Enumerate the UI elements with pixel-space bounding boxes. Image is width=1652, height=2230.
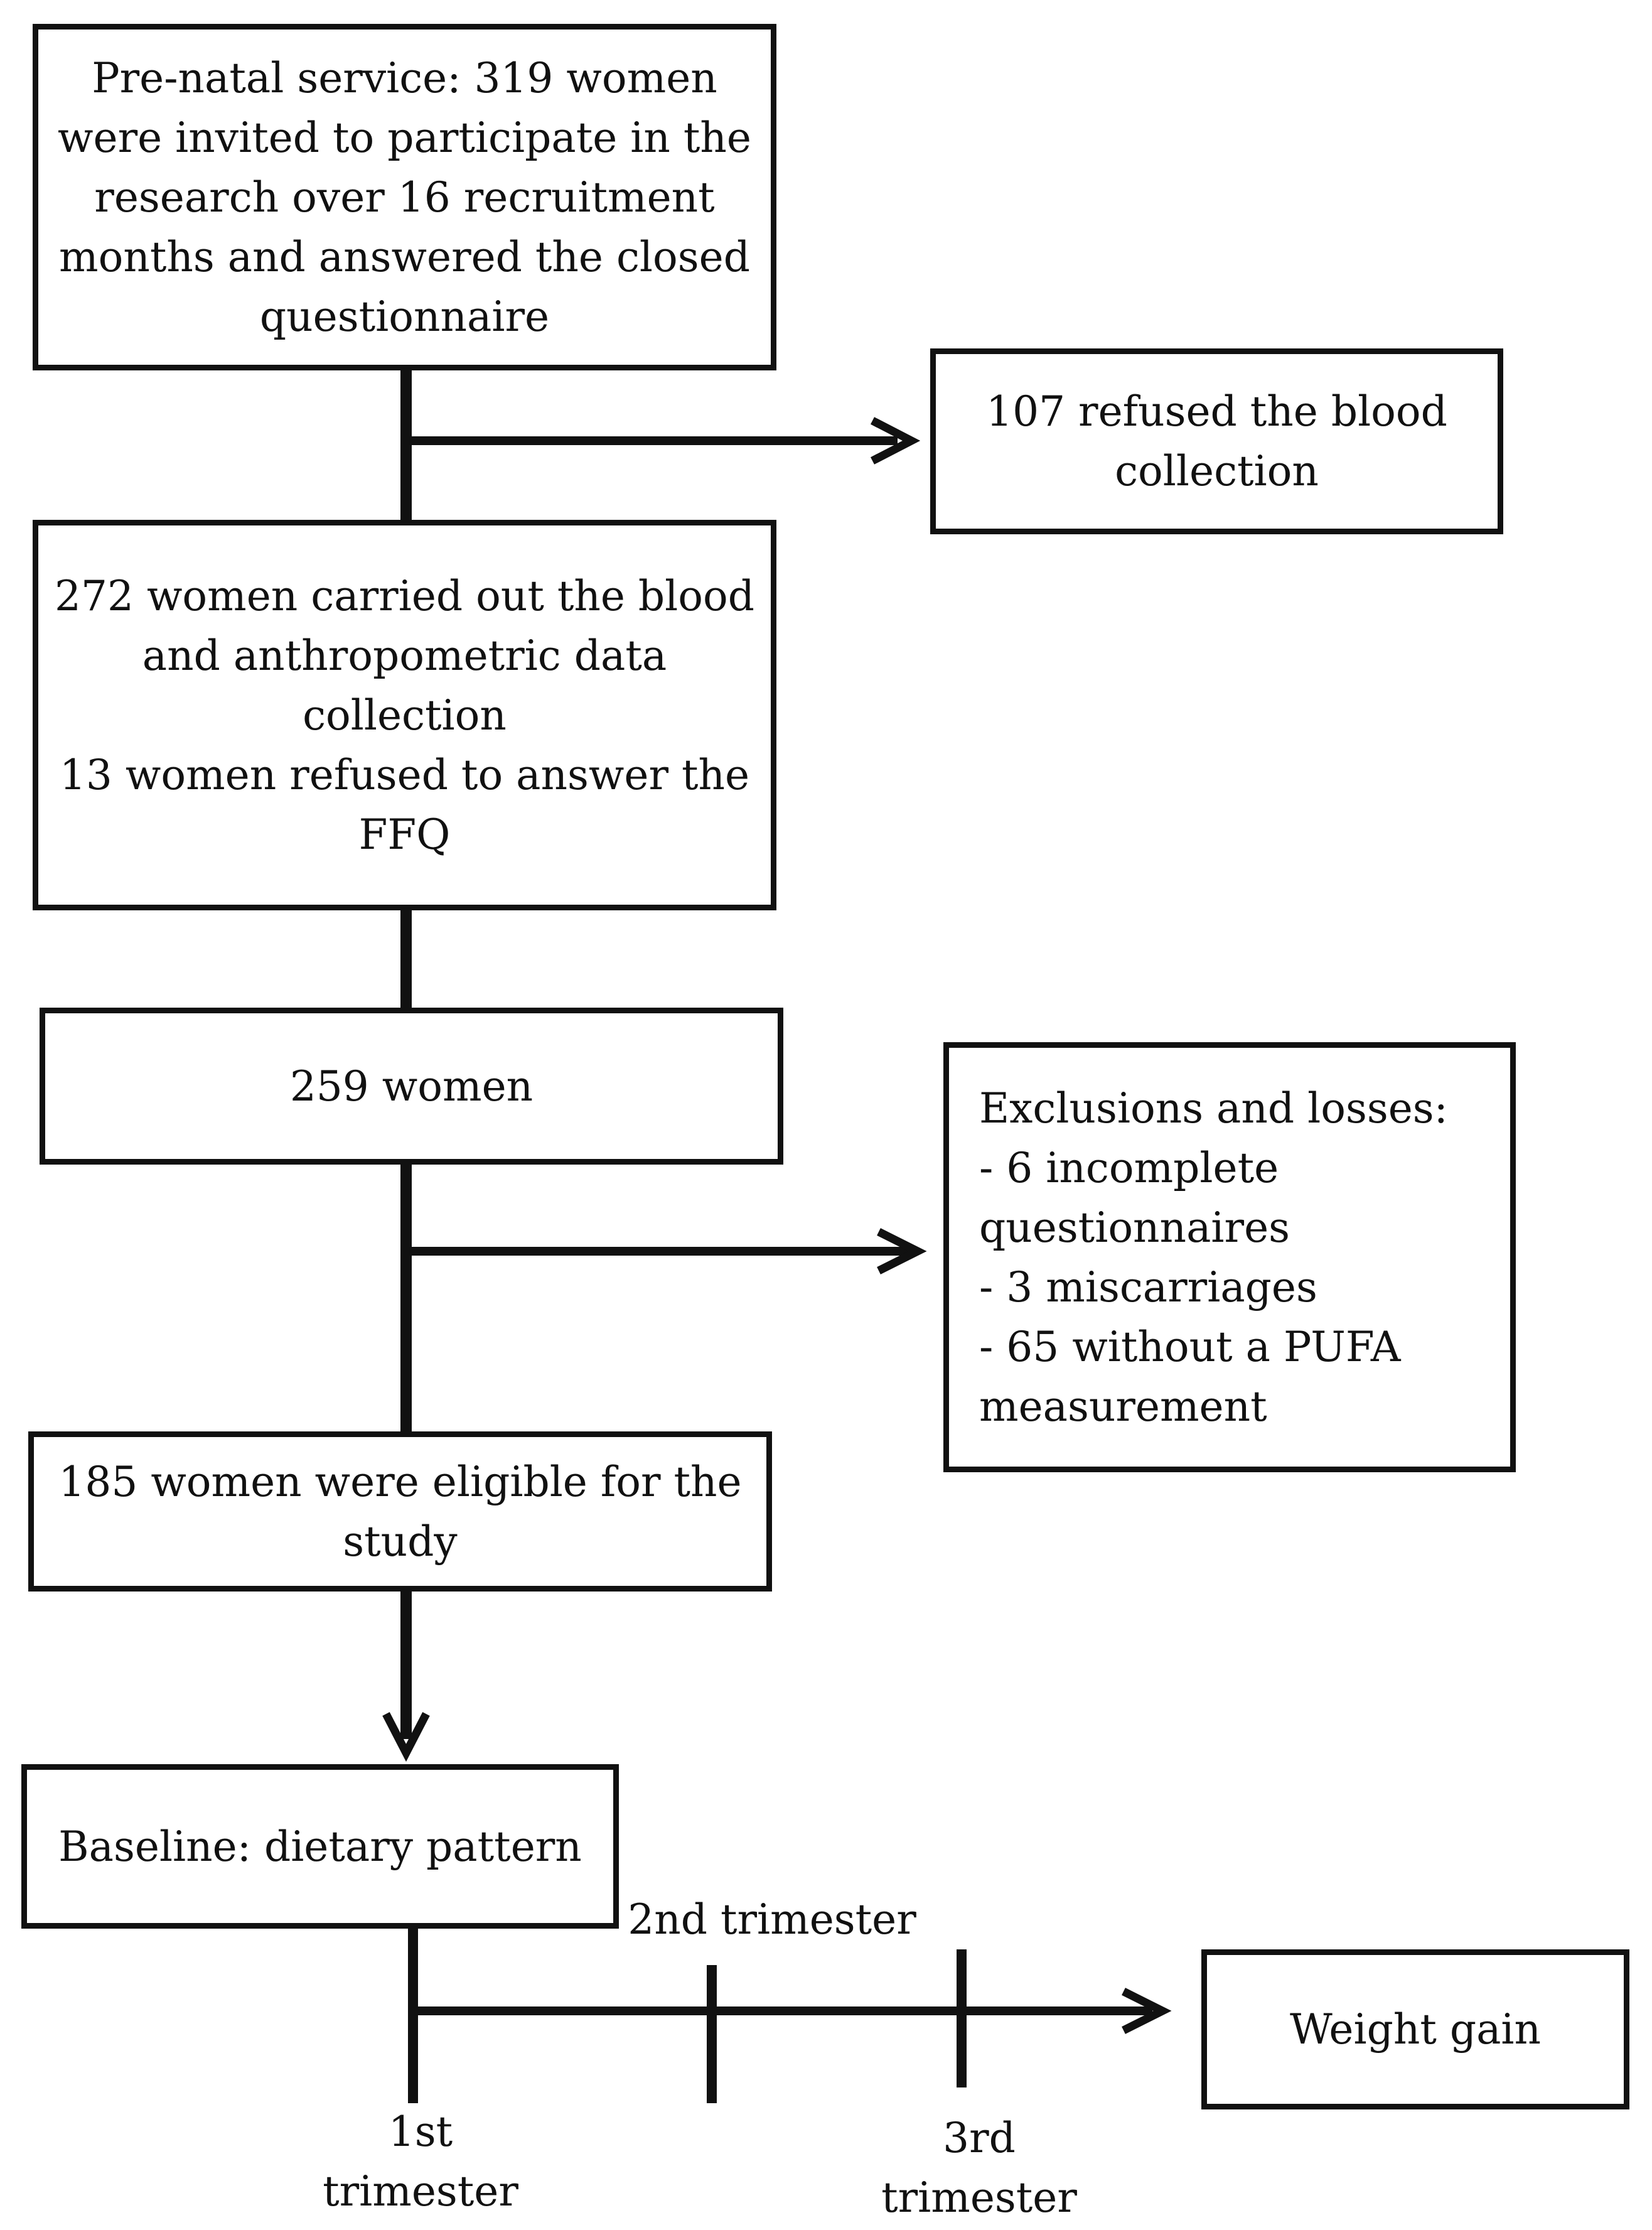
branch-to-refused [400, 436, 898, 445]
exclusions-box: Exclusions and losses: - 6 incomplete qu… [943, 1042, 1516, 1472]
branch-to-exclusions [412, 1247, 909, 1256]
connector-eligible-to-baseline [400, 1588, 412, 1739]
weight-gain-box: Weight gain [1201, 1949, 1629, 2109]
second-trimester-label: 2nd trimester [628, 1895, 916, 1944]
timeline-start-tick [408, 1924, 418, 2103]
women-259-box: 259 women [40, 1008, 783, 1165]
first-trimester-label: 1st trimester [323, 2108, 518, 2216]
weight-gain-text: Weight gain [1289, 2005, 1542, 2054]
timeline-third-tick [957, 1949, 967, 2087]
exclusions-text: Exclusions and losses: - 6 incomplete qu… [979, 1084, 1448, 1431]
baseline-box: Baseline: dietary pattern [21, 1764, 619, 1929]
baseline-text: Baseline: dietary pattern [58, 1822, 582, 1871]
connector-invited-to-blood [400, 367, 412, 524]
third-trimester-label: 3rd trimester [881, 2114, 1077, 2222]
connector-259-to-eligible [400, 1161, 412, 1441]
timeline-second-tick [707, 1965, 717, 2103]
invited-box: Pre-natal service: 319 women were invite… [33, 24, 776, 370]
blood-collected-text: 272 women carried out the blood and anth… [54, 571, 754, 859]
refused-blood-text: 107 refused the blood collection [986, 387, 1447, 495]
timeline-axis [418, 2006, 1152, 2015]
refused-blood-box: 107 refused the blood collection [930, 348, 1503, 534]
blood-collected-box: 272 women carried out the blood and anth… [33, 520, 776, 910]
eligible-text: 185 women were eligible for the study [58, 1457, 742, 1566]
women-259-text: 259 women [289, 1062, 534, 1111]
connector-blood-to-259 [400, 907, 412, 1014]
eligible-box: 185 women were eligible for the study [28, 1431, 772, 1592]
invited-text: Pre-natal service: 319 women were invite… [58, 53, 751, 341]
